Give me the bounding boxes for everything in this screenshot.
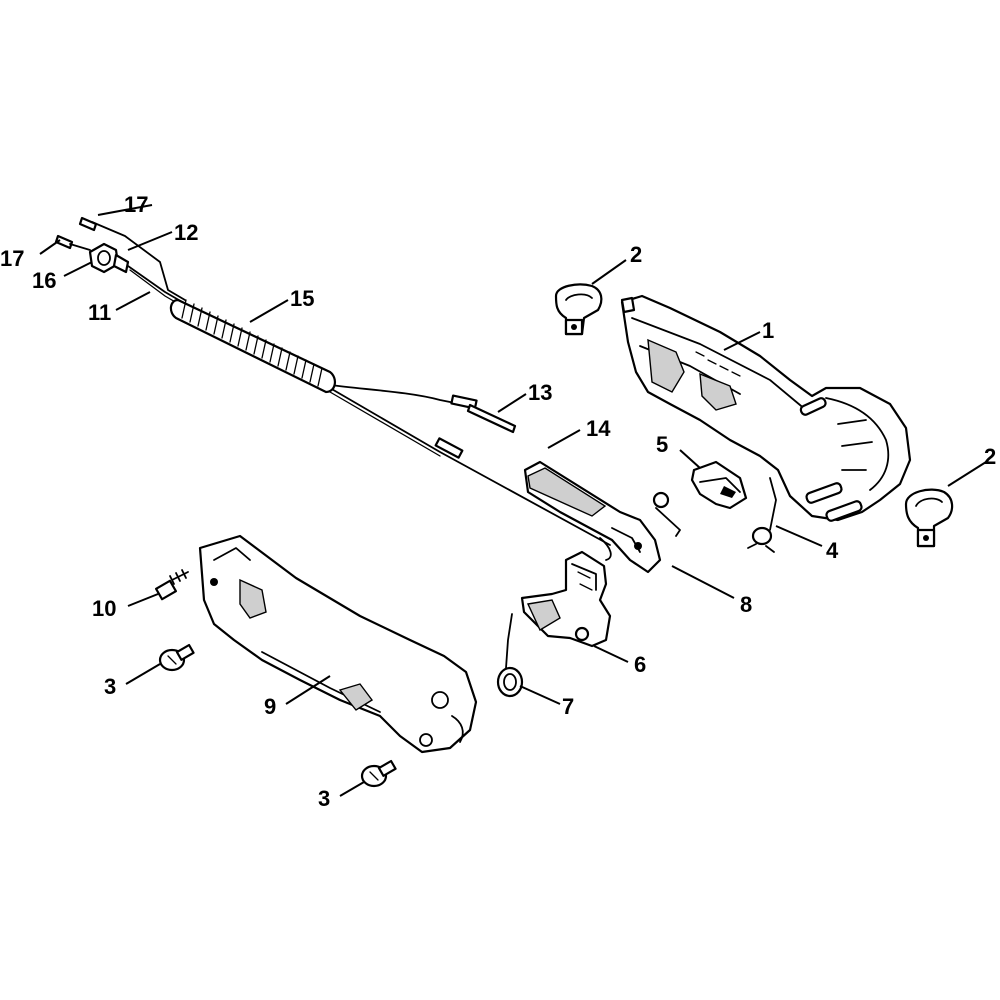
callout-8: 8 xyxy=(740,592,752,617)
clamp-2-upper xyxy=(554,283,603,336)
screw-10 xyxy=(154,569,189,601)
callout-2-upper: 2 xyxy=(630,242,642,267)
callout-17-left: 17 xyxy=(0,246,24,271)
handle-housing-1 xyxy=(620,294,912,522)
callout-6: 6 xyxy=(634,652,646,677)
callout-2-right: 2 xyxy=(984,444,996,469)
callout-1: 1 xyxy=(762,318,774,343)
callout-3-lower: 3 xyxy=(318,786,330,811)
callout-14: 14 xyxy=(586,416,611,441)
cable-ends-17 xyxy=(54,216,98,251)
callout-7: 7 xyxy=(562,694,574,719)
spring-4 xyxy=(747,477,777,553)
spring-7 xyxy=(496,613,524,698)
rod-13 xyxy=(466,403,517,434)
callout-12: 12 xyxy=(174,220,198,245)
callout-11: 11 xyxy=(88,300,111,325)
callout-5: 5 xyxy=(656,432,668,457)
callout-13: 13 xyxy=(528,380,552,405)
callout-labels: 17 12 17 16 11 15 2 1 2 13 14 5 4 8 6 7 … xyxy=(0,192,996,811)
leader-lines xyxy=(39,204,987,797)
clamp-2-right xyxy=(904,488,954,548)
screw-3-lower xyxy=(360,759,397,788)
switch-housing-6 xyxy=(520,550,612,648)
callout-16: 16 xyxy=(32,268,56,293)
nut-16 xyxy=(88,242,130,274)
callout-15: 15 xyxy=(290,286,314,311)
cable-spring-15 xyxy=(169,298,336,394)
lockout-lever-5 xyxy=(690,460,748,510)
screw-3-upper xyxy=(158,643,195,672)
callout-17-top: 17 xyxy=(124,192,148,217)
handle-housing-9 xyxy=(198,534,478,754)
throttle-trigger-14 xyxy=(523,460,681,574)
callout-3-upper: 3 xyxy=(104,674,116,699)
callout-9: 9 xyxy=(264,694,276,719)
callout-10: 10 xyxy=(92,596,116,621)
callout-4: 4 xyxy=(826,538,839,563)
